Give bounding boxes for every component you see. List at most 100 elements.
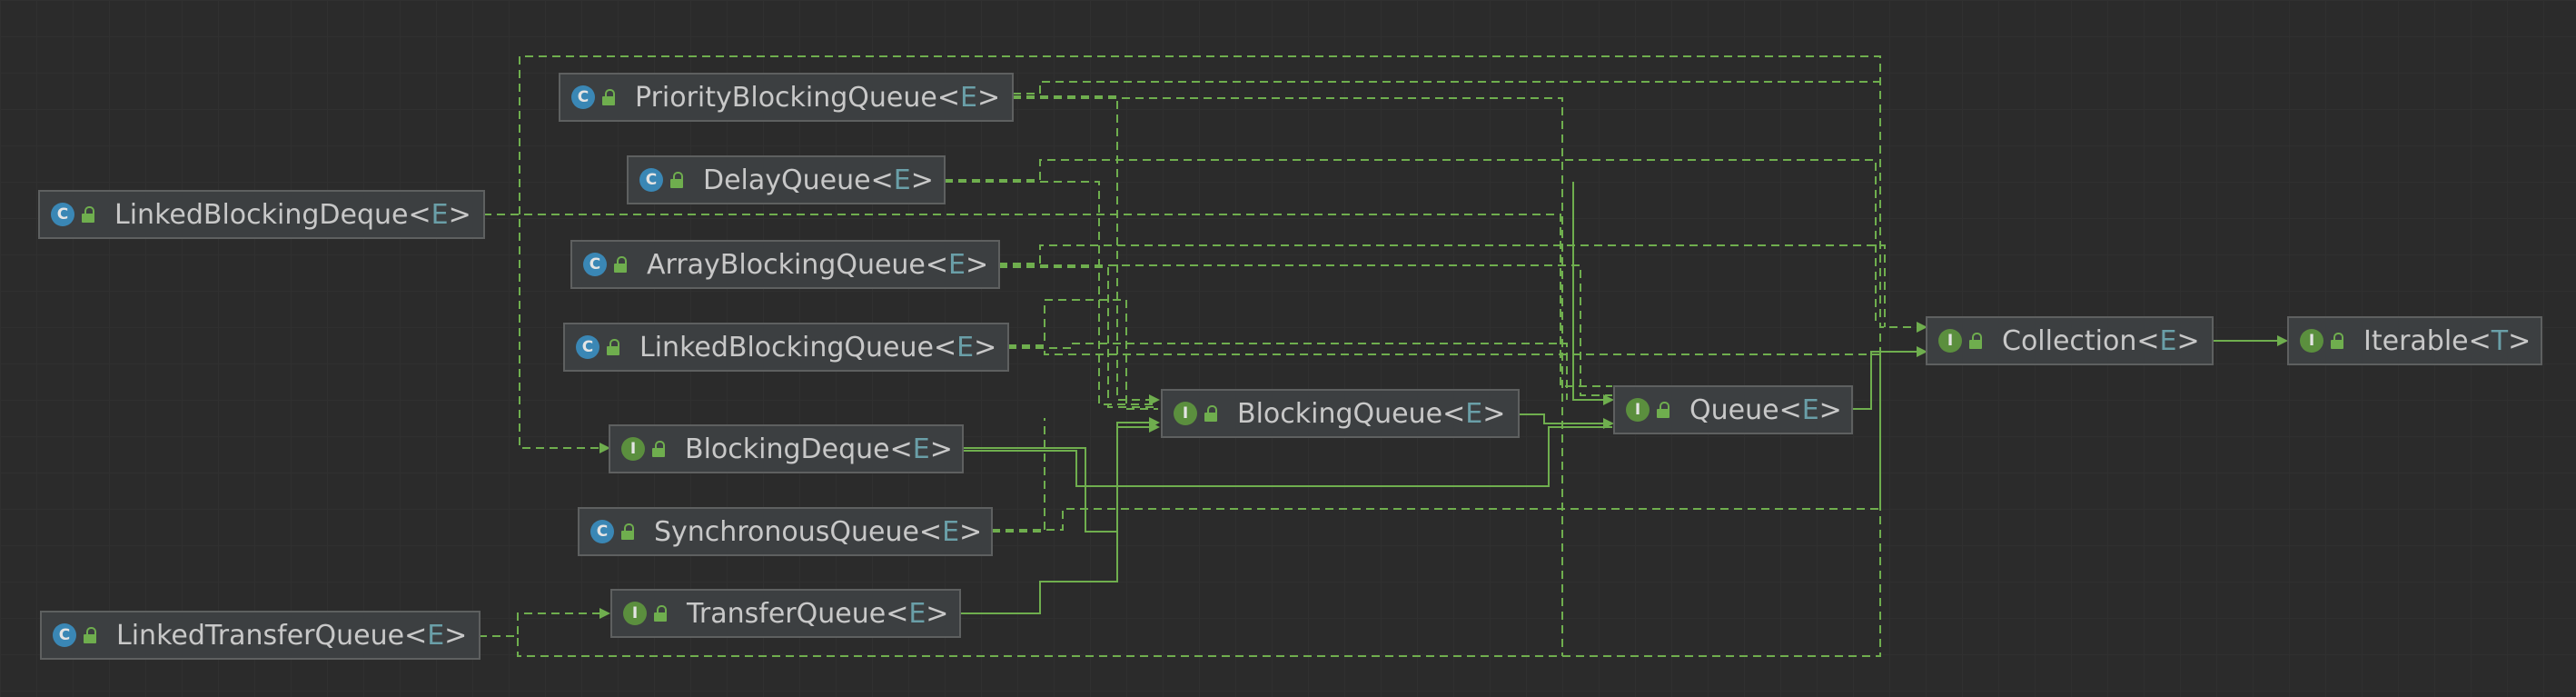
edge-ltq-transferqueue [479, 608, 610, 637]
node-label: LinkedBlockingDeque [114, 198, 409, 231]
node-label: Iterable [2363, 324, 2469, 357]
node-array-blocking-queue[interactable]: C ArrayBlockingQueue<E> [570, 240, 1000, 289]
edge-abq-blockingqueue [999, 266, 1158, 408]
type-open: < [933, 331, 957, 363]
lock-icon [1969, 333, 1982, 349]
node-priority-blocking-queue[interactable]: C PriorityBlockingQueue<E> [559, 73, 1014, 122]
lock-icon [602, 89, 615, 105]
edge-blockingdeque-deque [963, 426, 1612, 487]
lock-icon [84, 627, 96, 643]
edge-delay-collection [945, 159, 1877, 323]
class-badge-icon: C [583, 253, 607, 276]
edge-transferqueue-blockingqueue [960, 422, 1160, 614]
type-close: > [929, 433, 953, 465]
node-label: PriorityBlockingQueue [635, 81, 937, 114]
node-synchronous-queue[interactable]: C SynchronousQueue<E> [578, 507, 993, 556]
type-close: > [910, 164, 934, 196]
type-open: < [2136, 324, 2160, 357]
node-linked-blocking-deque[interactable]: C LinkedBlockingDeque<E> [38, 190, 485, 239]
type-open: < [889, 433, 913, 465]
type-param: E [912, 433, 930, 465]
type-close: > [976, 81, 1001, 114]
class-badge-icon: C [571, 85, 595, 109]
type-param: E [948, 248, 966, 281]
node-label: Collection [2002, 324, 2137, 357]
interface-badge-icon: I [1174, 402, 1197, 425]
edge-pbq-queue [1013, 97, 1563, 656]
edge-sq-blockingqueue [992, 418, 1045, 533]
type-open: < [936, 81, 960, 114]
lock-icon [621, 523, 634, 540]
node-label: LinkedTransferQueue [116, 619, 405, 652]
type-open: < [1442, 397, 1466, 430]
edge-lbq-collection [1008, 345, 1880, 355]
type-close: > [959, 515, 983, 548]
type-open: < [408, 198, 431, 231]
type-param: T [2491, 324, 2509, 357]
type-param: E [908, 597, 926, 630]
type-param: E [427, 619, 445, 652]
type-open: < [886, 597, 909, 630]
class-badge-icon: C [51, 203, 74, 226]
interface-badge-icon: I [1938, 329, 1962, 353]
edge-lbd-collection [519, 55, 1927, 333]
type-param: E [2159, 324, 2177, 357]
type-param: E [956, 331, 975, 363]
node-delay-queue[interactable]: C DelayQueue<E> [627, 155, 946, 204]
node-blocking-queue[interactable]: I BlockingQueue<E> [1161, 389, 1520, 438]
edge-lbq-blockingqueue [1008, 299, 1158, 410]
lock-icon [1204, 405, 1217, 422]
lock-icon [652, 441, 665, 457]
node-iterable[interactable]: I Iterable<T> [2287, 316, 2542, 365]
edge-delay-blockingqueue [945, 181, 1158, 405]
type-close: > [1818, 393, 1842, 426]
lock-icon [614, 256, 627, 273]
edge-pbq-collection [1013, 81, 1880, 95]
type-close: > [1482, 397, 1506, 430]
edge-pbq-blockingqueue [1013, 95, 1160, 405]
node-label: ArrayBlockingQueue [647, 248, 926, 281]
interface-badge-icon: I [623, 602, 647, 625]
type-param: E [1801, 393, 1819, 426]
interface-badge-icon: I [1626, 398, 1650, 422]
edge-queue-collection [1852, 346, 1927, 410]
type-open: < [404, 619, 428, 652]
node-blocking-deque[interactable]: I BlockingDeque<E> [609, 424, 964, 473]
node-label: SynchronousQueue [654, 515, 919, 548]
edge-blockingqueue-queue [1519, 413, 1614, 429]
type-param: E [960, 81, 977, 114]
type-close: > [2508, 324, 2531, 357]
edge-abq-queue [999, 264, 1612, 396]
edge-blockingdeque-blockingqueue [963, 417, 1160, 533]
edge-abq-collection [999, 244, 1886, 327]
class-badge-icon: C [576, 335, 599, 359]
type-close: > [966, 248, 989, 281]
node-label: BlockingQueue [1237, 397, 1443, 430]
node-linked-transfer-queue[interactable]: C LinkedTransferQueue<E> [40, 611, 481, 660]
type-param: E [1465, 397, 1483, 430]
lock-icon [2331, 333, 2343, 349]
node-transfer-queue[interactable]: I TransferQueue<E> [610, 589, 961, 638]
type-param: E [893, 164, 911, 196]
type-open: < [918, 515, 943, 548]
node-queue[interactable]: I Queue<E> [1613, 385, 1853, 434]
class-badge-icon: C [53, 623, 76, 647]
node-label: DelayQueue [703, 164, 871, 196]
type-close: > [448, 198, 471, 231]
edge-lbq-queue [1008, 343, 1568, 400]
type-close: > [444, 619, 468, 652]
node-label: LinkedBlockingQueue [639, 331, 934, 363]
node-collection[interactable]: I Collection<E> [1926, 316, 2214, 365]
class-badge-icon: C [639, 168, 663, 192]
type-close: > [2176, 324, 2200, 357]
node-linked-blocking-queue[interactable]: C LinkedBlockingQueue<E> [563, 323, 1009, 372]
type-close: > [974, 331, 997, 363]
lock-icon [607, 339, 619, 355]
edge-queue-collection-2 [1572, 182, 1614, 405]
type-open: < [925, 248, 949, 281]
type-open: < [870, 164, 894, 196]
node-label: BlockingDeque [685, 433, 890, 465]
edge-lbd-queue [483, 214, 1612, 387]
edge-ltq-collection [479, 354, 1881, 657]
